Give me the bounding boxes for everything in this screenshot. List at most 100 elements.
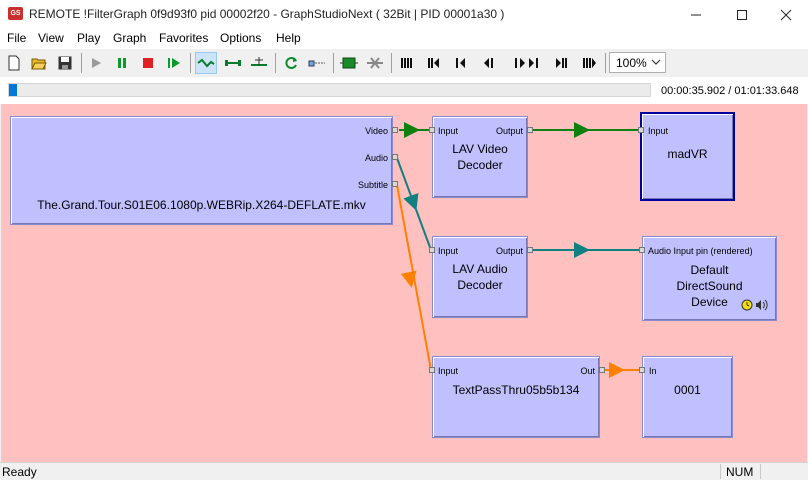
new-button[interactable] xyxy=(3,52,25,74)
audio-output-pin[interactable] xyxy=(392,154,398,160)
step-forward-button[interactable] xyxy=(508,52,530,74)
pause-button[interactable] xyxy=(111,52,133,74)
subtitle-pin-label: Subtitle xyxy=(357,180,388,190)
step-forward-icon xyxy=(515,58,525,68)
menu-favorites[interactable]: Favorites xyxy=(159,31,209,45)
subtitle-sink-filter[interactable]: In 0001 xyxy=(642,356,733,438)
disconnect-icon xyxy=(367,57,383,69)
menu-bar xyxy=(0,29,808,49)
graph-connections xyxy=(396,122,639,378)
filter-name-line1: LAV Audio xyxy=(452,262,508,276)
toolbar-separator xyxy=(605,53,606,73)
audio-input-pin[interactable] xyxy=(639,247,645,253)
audio-input-pin-label: Audio Input pin (rendered) xyxy=(648,246,753,256)
prev-chapter-button[interactable] xyxy=(423,52,445,74)
filter-name-line2: Decoder xyxy=(457,158,503,172)
status-divider xyxy=(720,464,721,479)
minimize-button[interactable] xyxy=(673,0,718,29)
toolbar-separator xyxy=(391,53,392,73)
disconnect-button[interactable] xyxy=(364,52,386,74)
frame-step-button[interactable] xyxy=(163,52,185,74)
prev-button[interactable] xyxy=(450,52,472,74)
maximize-icon xyxy=(736,9,747,20)
next-button[interactable] xyxy=(522,52,544,74)
seek-button[interactable] xyxy=(306,52,328,74)
filter-name: madVR xyxy=(667,147,708,161)
toolbar-separator xyxy=(275,53,276,73)
chevron-down-icon xyxy=(651,59,661,65)
input-pin-label: Input xyxy=(438,126,459,136)
pin-icon xyxy=(251,57,267,66)
input-pin-label: Input xyxy=(438,246,459,256)
menu-view[interactable]: View xyxy=(38,31,64,45)
next-icon xyxy=(529,58,538,68)
link-button[interactable] xyxy=(222,52,244,74)
insert-filter-button[interactable] xyxy=(338,52,360,74)
input-pin[interactable] xyxy=(429,367,435,373)
out-pin-label: Out xyxy=(580,366,595,376)
input-pin[interactable] xyxy=(429,127,435,133)
step-back-button[interactable] xyxy=(479,52,501,74)
menu-graph[interactable]: Graph xyxy=(113,31,147,45)
pin-button[interactable] xyxy=(248,52,270,74)
input-pin[interactable] xyxy=(429,247,435,253)
video-output-pin[interactable] xyxy=(392,127,398,133)
textpassthru-filter[interactable]: Input Out TextPassThru05b5b134 xyxy=(432,356,600,438)
filter-name: TextPassThru05b5b134 xyxy=(452,383,580,397)
close-icon xyxy=(780,9,791,20)
out-pin[interactable] xyxy=(599,367,605,373)
source-filter[interactable]: The.Grand.Tour.S01E06.1080p.WEBRip.X264-… xyxy=(10,116,393,225)
time-display: 00:00:35.902 / 01:01:33.648 xyxy=(661,85,799,97)
next-chapter-icon xyxy=(556,58,567,68)
seek-slider[interactable] xyxy=(8,83,651,97)
menu-help[interactable]: Help xyxy=(276,31,301,45)
menu-options[interactable]: Options xyxy=(220,31,262,45)
stop-button[interactable] xyxy=(137,52,159,74)
filter-name-line3: Device xyxy=(691,295,728,309)
filter-name-line2: DirectSound xyxy=(676,279,743,293)
toolbar-separator xyxy=(81,53,82,73)
refresh-icon xyxy=(285,57,297,69)
in-pin-label: In xyxy=(649,366,657,376)
directsound-filter[interactable]: Audio Input pin (rendered) Default Direc… xyxy=(642,236,777,321)
connect-button[interactable] xyxy=(195,52,217,74)
save-icon xyxy=(58,56,72,70)
filter-icon xyxy=(340,57,358,69)
next-chapter-button[interactable] xyxy=(550,52,572,74)
graph-canvas[interactable]: The.Grand.Tour.S01E06.1080p.WEBRip.X264-… xyxy=(1,104,807,462)
seek-thumb[interactable] xyxy=(9,84,17,96)
open-button[interactable] xyxy=(28,52,50,74)
connect-icon xyxy=(197,58,215,68)
toolbar-separator xyxy=(333,53,334,73)
menu-play[interactable]: Play xyxy=(77,31,101,45)
play-icon xyxy=(92,58,101,68)
open-icon xyxy=(31,58,47,70)
lav-audio-decoder-filter[interactable]: Input Output LAV Audio Decoder xyxy=(432,236,528,318)
lav-video-decoder-filter[interactable]: Input Output LAV Video Decoder xyxy=(432,116,528,198)
save-button[interactable] xyxy=(54,52,76,74)
skip-start-button[interactable] xyxy=(396,52,418,74)
input-pin[interactable] xyxy=(638,127,644,133)
output-pin[interactable] xyxy=(527,127,533,133)
play-button[interactable] xyxy=(85,52,107,74)
audio-pin-label: Audio xyxy=(364,153,388,163)
output-pin[interactable] xyxy=(527,247,533,253)
skip-start-icon xyxy=(401,58,412,68)
title-bar[interactable] xyxy=(0,0,808,29)
in-pin[interactable] xyxy=(639,367,645,373)
zoom-select[interactable]: 100% xyxy=(609,52,666,73)
window-title: REMOTE !FilterGraph 0f9d93f0 pid 00002f2… xyxy=(29,7,505,21)
skip-end-button[interactable] xyxy=(578,52,600,74)
madvr-filter[interactable]: Input madVR xyxy=(640,112,735,201)
status-divider xyxy=(760,464,761,479)
prev-chapter-icon xyxy=(428,58,439,68)
maximize-button[interactable] xyxy=(719,0,764,29)
menu-file[interactable]: File xyxy=(7,31,27,45)
close-button[interactable] xyxy=(763,0,808,29)
graphstudio-app-icon[interactable]: GS xyxy=(8,7,23,20)
filter-name: 0001 xyxy=(674,383,701,397)
refresh-button[interactable] xyxy=(280,52,302,74)
frame-step-icon xyxy=(168,58,180,68)
subtitle-output-pin[interactable] xyxy=(392,181,398,187)
prev-icon xyxy=(456,58,465,68)
